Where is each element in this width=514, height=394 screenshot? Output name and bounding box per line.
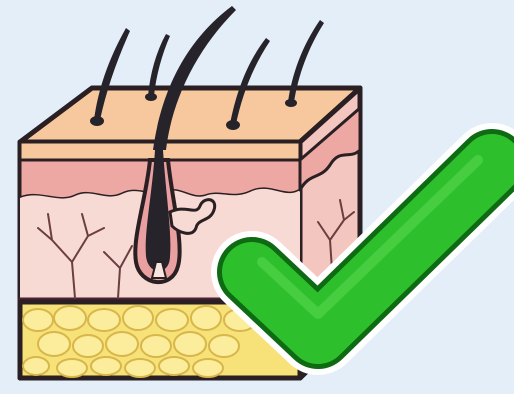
fat-cell (156, 309, 188, 331)
hair-pore (285, 99, 297, 107)
fat-cell (106, 332, 138, 356)
fat-cell (91, 357, 121, 375)
fat-cell (73, 335, 103, 357)
fat-cell (141, 335, 171, 357)
fat-cell (123, 306, 153, 330)
fat-cell (23, 357, 49, 375)
fat-cell (174, 332, 206, 356)
fat-cell (23, 309, 53, 331)
fat-cell (191, 306, 221, 330)
fat-cell (125, 359, 155, 377)
fat-cell (193, 359, 223, 377)
hair-pore (226, 120, 240, 130)
fat-cell (57, 359, 87, 377)
fat-cell (159, 357, 189, 375)
fat-cell (54, 306, 86, 330)
fat-cell (88, 309, 120, 331)
fat-cell (38, 332, 70, 356)
hair-pore (145, 93, 157, 101)
hair-pore (90, 116, 104, 126)
fat-cell (209, 335, 239, 357)
